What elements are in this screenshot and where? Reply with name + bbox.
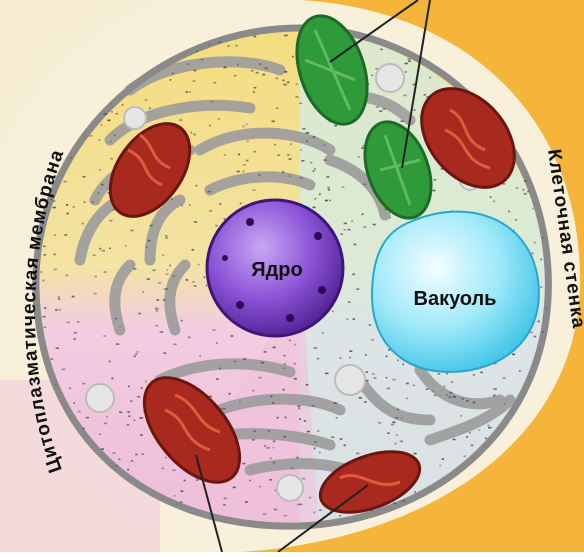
nucleus-label: Ядро — [251, 259, 303, 281]
nucleus: Ядро — [207, 200, 343, 336]
vacuole: Вакуоль — [372, 212, 539, 372]
vacuole-label: Вакуоль — [414, 288, 497, 310]
